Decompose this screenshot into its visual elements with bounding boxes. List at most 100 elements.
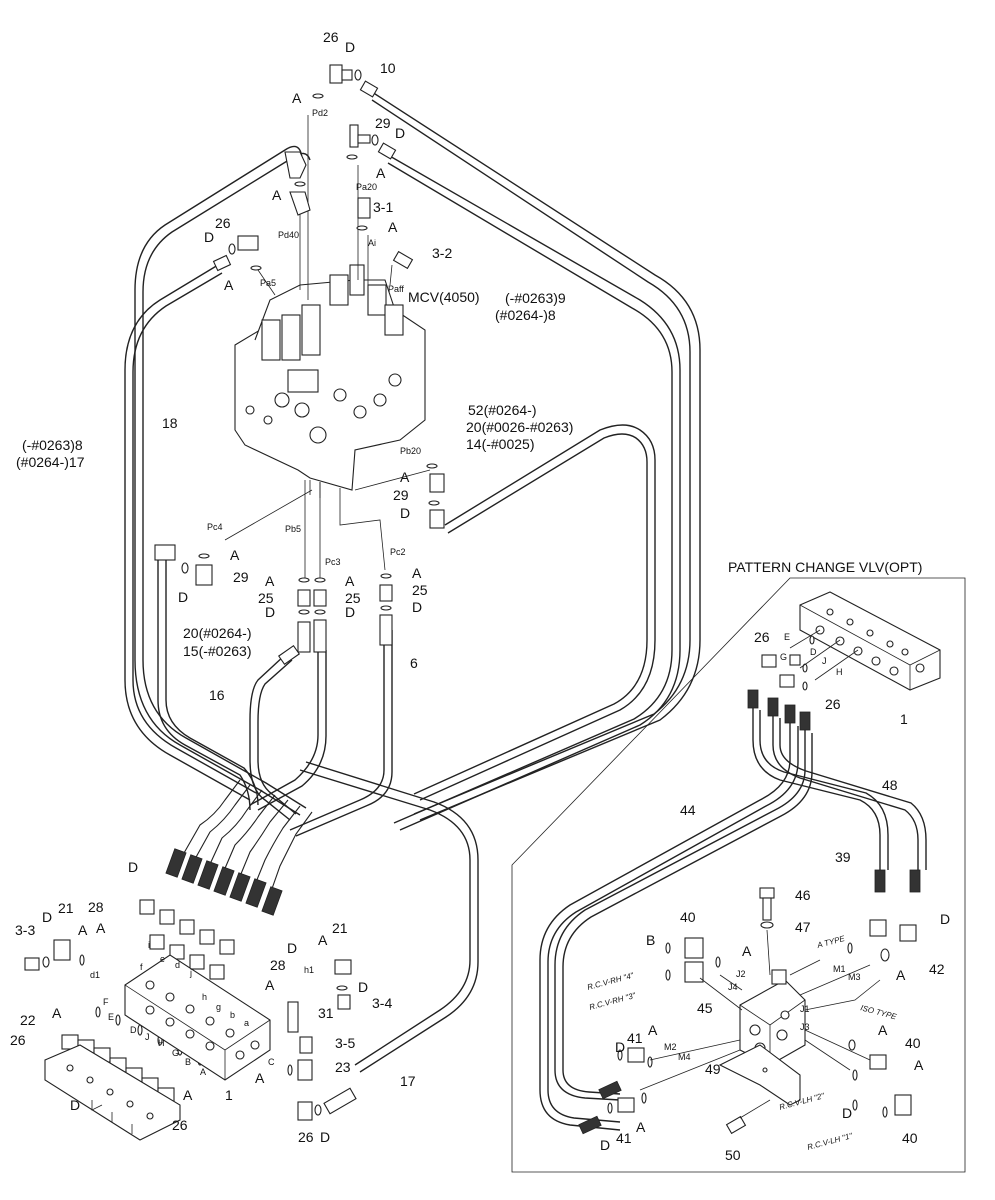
label-29-pc4: 29 [233,569,249,585]
label-21b: 21 [332,920,348,936]
label-d-pc3: D [345,604,355,620]
inset-label-a5: A [914,1057,924,1073]
inset-label-48: 48 [882,777,898,793]
port-le: e [160,954,165,964]
label-pa20: Pa20 [356,182,377,192]
label-d-34: D [358,979,368,995]
label-d-b: D [320,1129,330,1145]
inset-port-j: J [822,656,827,666]
label-20b: 20(#0264-) [183,625,252,641]
inset-title: PATTERN CHANGE VLV(OPT) [728,559,922,575]
port-ld: d [175,960,180,970]
label-3-4: 3-4 [372,995,392,1011]
inset-label-rc-rh3: R.C.V-RH "3" [588,991,637,1012]
label-28b: 28 [270,957,286,973]
pattern-change-valve [539,591,941,1135]
inset-label-isotype: ISO TYPE [859,1003,898,1021]
label-d-bank: D [128,859,138,875]
label-pc3: Pc3 [325,557,341,567]
inset-label-42: 42 [929,961,945,977]
label-20a: 20(#0026-#0263) [466,419,573,435]
label-18: 18 [162,415,178,431]
label-25-c: 25 [412,582,428,598]
port-c: C [268,1057,275,1067]
label-17b: 17 [400,1073,416,1089]
inset-label-m4: M4 [678,1052,691,1062]
port-g: G [172,1048,179,1058]
inset-port-e: E [784,632,790,642]
label-paff: Paff [388,284,404,294]
label-9: (-#0263)9 [505,290,566,306]
label-d-29: D [395,125,405,141]
bank-block-main [44,954,271,1141]
inset-label-45: 45 [697,1000,713,1016]
label-pb20: Pb20 [400,446,421,456]
label-26-left: 26 [215,215,231,231]
inset-label-a6: A [636,1119,646,1135]
label-a-pc4: A [230,547,240,563]
inset-frame [511,577,966,1173]
inset-label-d2: D [615,1039,625,1055]
port-f: F [103,997,109,1007]
port-li: i [148,940,150,950]
label-22: 22 [20,1012,36,1028]
inset-label-rc-lh1: R.C.V-LH "1" [806,1131,854,1152]
label-d-pb5: D [265,604,275,620]
label-a-29: A [376,165,386,181]
label-pd40: Pd40 [278,230,299,240]
port-lh: h [202,992,207,1002]
label-d-top: D [345,39,355,55]
inset-label-44: 44 [680,802,696,818]
inset-label-m1: M1 [833,964,846,974]
label-a-pa5: A [224,277,234,293]
label-25-a: 25 [258,590,274,606]
inset-label-49: 49 [705,1061,721,1077]
inset-label-41a: 41 [627,1030,643,1046]
label-25-b: 25 [345,590,361,606]
label-26-bl: 26 [10,1032,26,1048]
label-21a: 21 [58,900,74,916]
label-d-bl: D [70,1097,80,1113]
inset-label-d4: D [600,1137,610,1153]
label-pc4: Pc4 [207,522,223,532]
label-d1: d1 [90,970,100,980]
inset-label-39: 39 [835,849,851,865]
label-a-pb5: A [265,573,275,589]
label-a-pb20: A [400,469,410,485]
label-a-bank2: A [265,977,275,993]
inset-label-d3: D [842,1105,852,1121]
mcv-valve-body [224,115,431,580]
port-lb: b [230,1010,235,1020]
label-3-2: 3-2 [432,245,452,261]
inset-port-d: D [810,647,817,657]
inset-label-atype: A TYPE [815,934,846,950]
label-h1: h1 [304,965,314,975]
inset-label-41b: 41 [616,1130,632,1146]
label-14: 14(-#0025) [466,436,535,452]
port-e: E [108,1012,114,1022]
label-a-top: A [292,90,302,106]
label-d-pb20: D [400,505,410,521]
inset-label-a1: A [742,943,752,959]
inset-label-b: B [646,932,655,948]
label-a-21b: A [318,932,328,948]
port-h: H [158,1038,165,1048]
label-a-pc2: A [412,565,422,581]
port-a: A [200,1067,206,1077]
label-8b: (#0264-)8 [495,307,556,323]
port-d: D [130,1025,137,1035]
label-a-bl: A [183,1087,193,1103]
port-la: a [244,1018,249,1028]
label-29-r: 29 [393,487,409,503]
label-pd2: Pd2 [312,108,328,118]
inset-label-j3: J3 [800,1022,810,1032]
inset-label-m3: M3 [848,972,861,982]
inset-label-a4: A [648,1022,658,1038]
label-3-5: 3-5 [335,1035,355,1051]
label-a-21a: A [78,922,88,938]
inset-port-h: H [836,667,843,677]
fittings-main [24,64,445,1121]
label-1-main: 1 [225,1087,233,1103]
label-10: 10 [380,60,396,76]
